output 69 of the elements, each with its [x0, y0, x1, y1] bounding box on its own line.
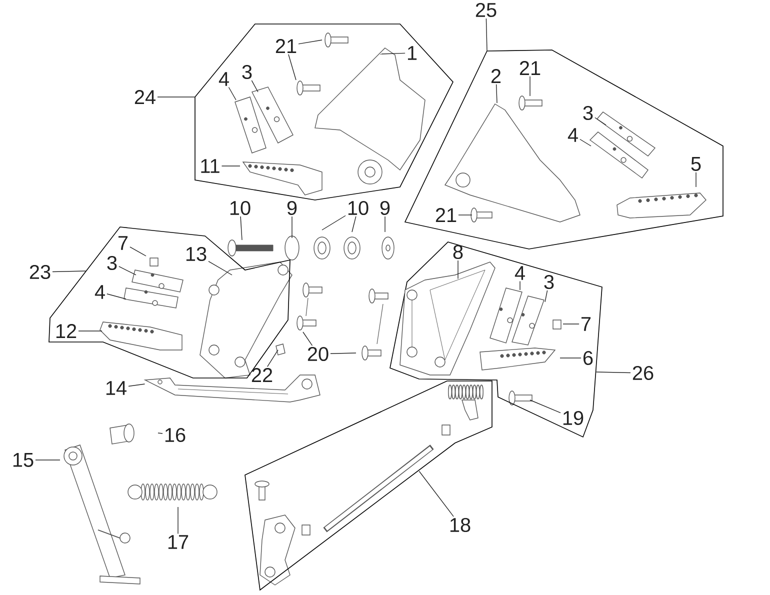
callout-number: 7	[582, 317, 591, 331]
callout-number: 15	[13, 453, 34, 467]
callout-number: 9	[380, 200, 390, 216]
leader-line	[298, 40, 322, 44]
leader-line	[544, 290, 548, 302]
leader-line	[418, 470, 454, 517]
callout-number: 25	[476, 2, 496, 18]
callout-number: 8	[453, 244, 463, 260]
leader-line	[106, 294, 126, 300]
group-outline	[390, 242, 602, 438]
callout-number: 4	[94, 285, 105, 299]
leader-line	[496, 84, 498, 104]
callout-number: 4	[568, 128, 578, 142]
callout-number: 4	[218, 72, 229, 86]
callout-number: 3	[583, 106, 593, 120]
leader-line	[580, 138, 592, 146]
leader-line	[228, 86, 236, 100]
callout-number: 3	[242, 64, 252, 80]
leader-line	[458, 214, 472, 216]
callout-number: 20	[308, 346, 328, 362]
leader-line	[130, 246, 146, 256]
leader-line	[208, 260, 232, 276]
leader-line	[78, 330, 102, 332]
callout-number: 24	[134, 90, 156, 104]
callout-number: 13	[186, 246, 206, 262]
callout-number: 7	[118, 236, 128, 250]
leader-line	[330, 352, 356, 354]
callout-number: 16	[165, 428, 186, 442]
leader-line	[288, 54, 296, 80]
callout-number: 19	[563, 410, 584, 426]
callout-number: 21	[276, 39, 296, 53]
callout-number: 3	[107, 256, 117, 270]
leader-line	[52, 270, 86, 272]
leader-line	[596, 372, 631, 374]
callout-number: 17	[168, 535, 188, 549]
callout-number: 9	[287, 200, 297, 216]
callout-number: 10	[230, 200, 250, 216]
callout-number: 14	[106, 381, 126, 395]
callout-number: 2	[491, 69, 501, 83]
group-outline	[194, 24, 454, 200]
leader-line	[158, 432, 163, 434]
leader-line	[118, 266, 136, 276]
callout-number: 3	[544, 274, 554, 290]
leader-line	[157, 96, 196, 98]
leader-line	[128, 384, 146, 387]
callout-number: 12	[56, 324, 76, 338]
leader-line	[486, 18, 488, 52]
leader-line	[322, 215, 346, 230]
leader-line	[240, 216, 242, 240]
callout-number: 21	[520, 61, 540, 75]
leader-line	[352, 216, 356, 232]
callout-number: 26	[632, 366, 654, 380]
callout-number: 6	[583, 350, 593, 366]
callout-number: 21	[436, 208, 456, 222]
callout-number: 1	[408, 46, 417, 60]
callout-number: 23	[30, 264, 50, 280]
leader-line	[384, 216, 386, 232]
callout-number: 18	[450, 518, 470, 532]
leader-line	[302, 332, 313, 346]
leader-line	[267, 350, 278, 367]
callout-number: 10	[348, 200, 368, 216]
callout-number: 5	[691, 157, 701, 171]
callout-number: 4	[514, 266, 525, 280]
leader-line	[251, 80, 258, 92]
callout-number: 22	[252, 368, 272, 382]
leader-line	[530, 400, 561, 414]
leader-line	[380, 52, 406, 54]
leader-line	[594, 117, 606, 126]
callout-number: 11	[201, 159, 220, 173]
